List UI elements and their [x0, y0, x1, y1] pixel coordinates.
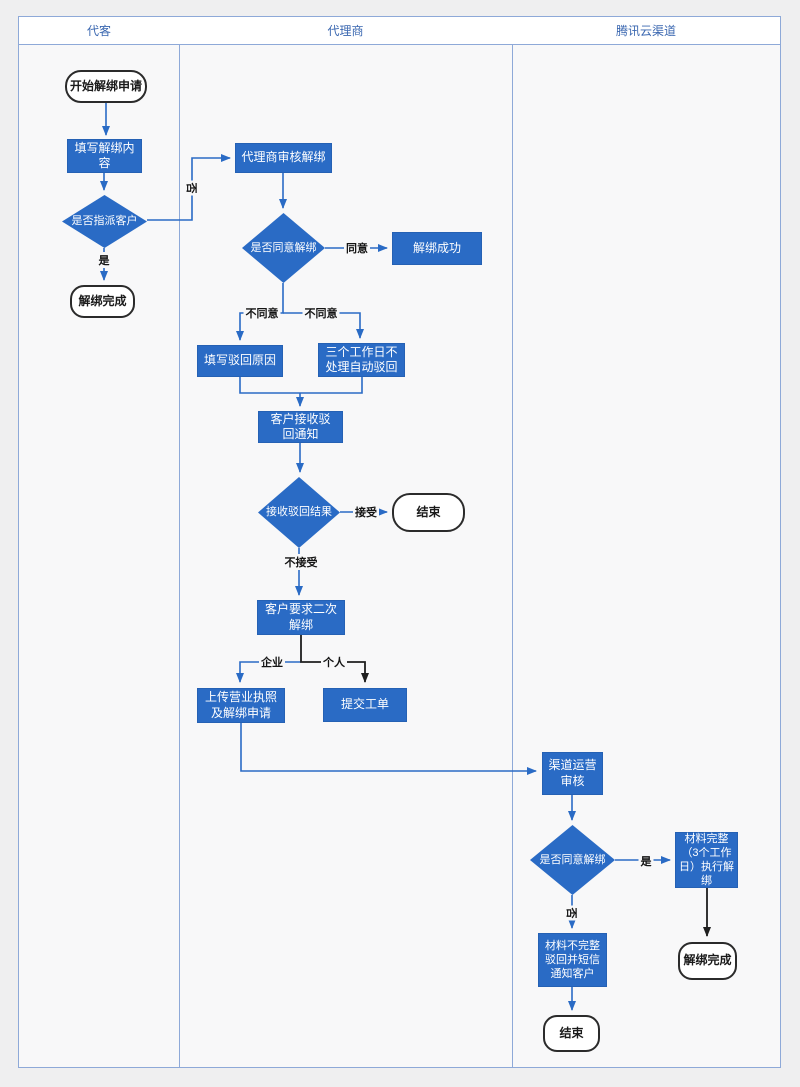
edge-label-disagree-left: 不同意 — [243, 305, 281, 321]
edge-label-no-assign: 否 — [184, 180, 200, 196]
edge-label-personal: 个人 — [321, 654, 347, 670]
swimlane-pool: 代客 代理商 腾讯云渠道 — [18, 16, 781, 1068]
node-material-complete: 材料完整（3个工作日）执行解绑 — [675, 832, 738, 888]
node-start: 开始解绑申请 — [65, 70, 147, 103]
node-receive-reject-notice: 客户接收驳回通知 — [258, 411, 343, 443]
node-unbind-success: 解绑成功 — [392, 232, 482, 265]
node-channel-review: 渠道运营审核 — [542, 752, 603, 795]
edge-label-yes-channel: 是 — [638, 853, 654, 869]
node-end-mid: 结束 — [392, 493, 465, 532]
node-agent-review: 代理商审核解绑 — [235, 143, 332, 173]
lane-header-agent-customer: 代客 — [86, 24, 111, 38]
edge-label-no-channel: 否 — [564, 905, 580, 921]
node-second-unbind: 客户要求二次解绑 — [257, 600, 345, 635]
lane-header-row: 代客 代理商 腾讯云渠道 — [19, 17, 780, 45]
lane-header-tencent-channel: 腾讯云渠道 — [615, 24, 676, 38]
node-end-bottom: 结束 — [543, 1015, 600, 1052]
node-fill-content: 填写解绑内容 — [67, 139, 142, 173]
node-submit-ticket: 提交工单 — [323, 688, 407, 722]
lane-divider-2 — [512, 17, 513, 1067]
lane-header-agent: 代理商 — [327, 24, 364, 38]
edge-label-agree: 同意 — [344, 240, 370, 256]
node-material-incomplete: 材料不完整驳回并短信通知客户 — [538, 933, 607, 987]
node-fill-reject-reason: 填写驳回原因 — [197, 345, 283, 377]
edge-label-accept: 接受 — [353, 504, 379, 520]
edge-label-disagree-right: 不同意 — [302, 305, 340, 321]
edge-label-enterprise: 企业 — [259, 654, 285, 670]
node-done-right: 解绑完成 — [678, 942, 737, 980]
node-auto-reject: 三个工作日不处理自动驳回 — [318, 343, 405, 377]
node-upload-license: 上传营业执照及解绑申请 — [197, 688, 285, 723]
lane-divider-1 — [179, 17, 180, 1067]
edge-label-yes-assign: 是 — [96, 252, 112, 268]
node-done-left: 解绑完成 — [70, 285, 135, 318]
edge-label-not-accept: 不接受 — [282, 554, 320, 570]
